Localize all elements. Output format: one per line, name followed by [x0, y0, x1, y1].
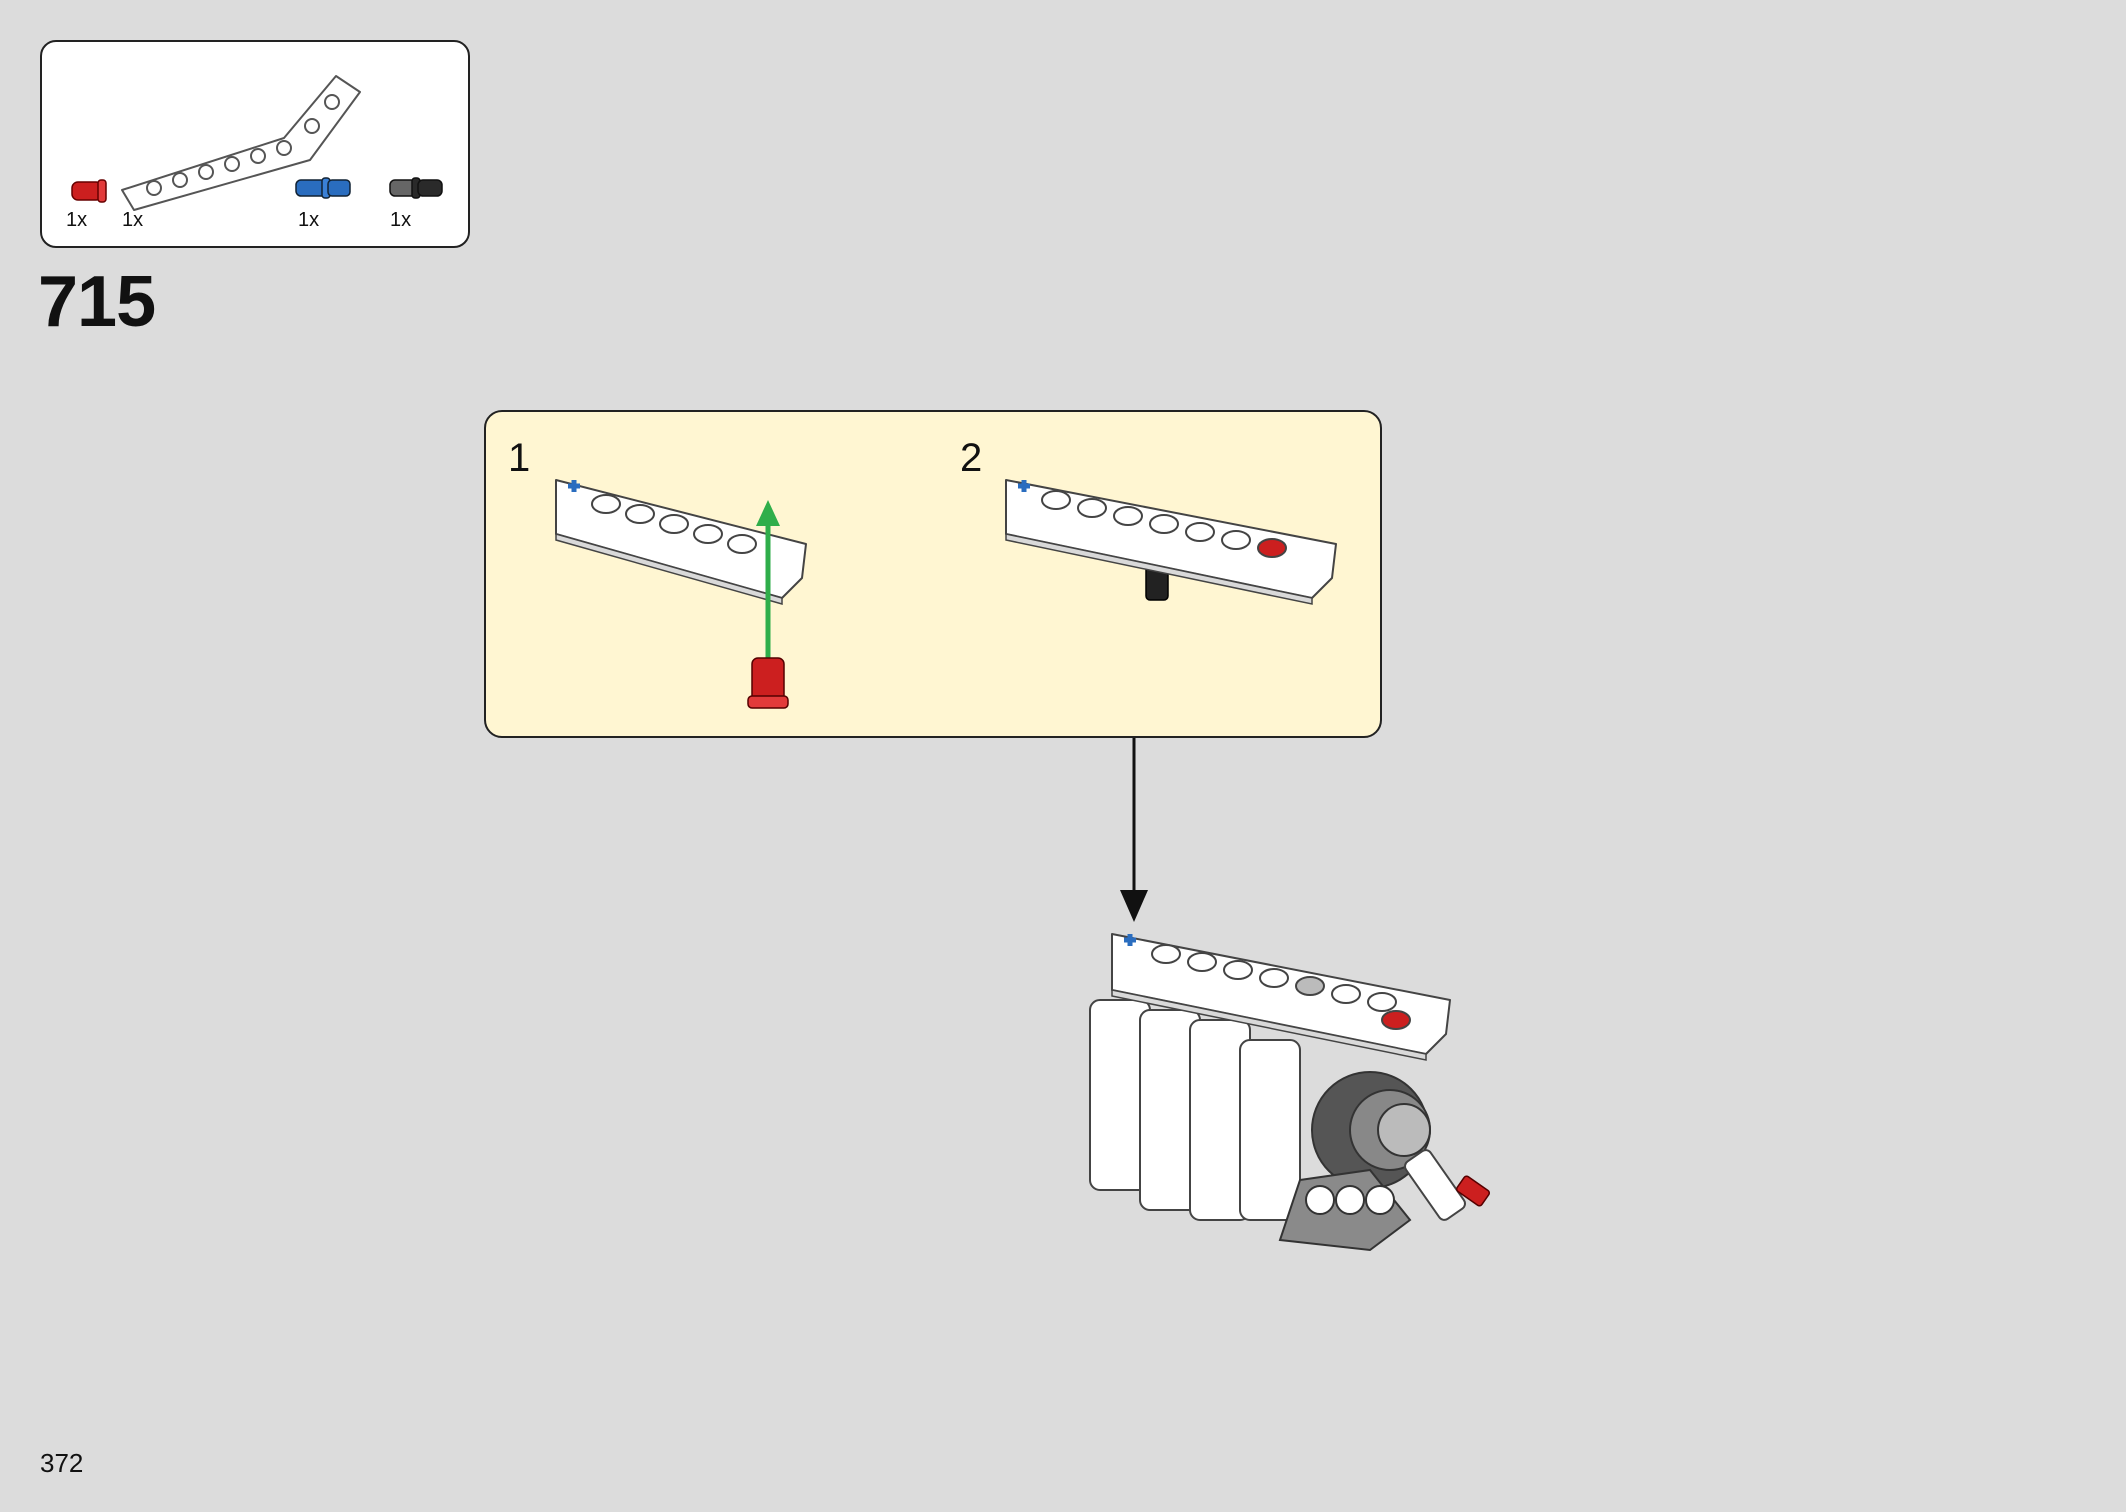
qty-liftarm: 1x	[122, 209, 144, 231]
blue-pin-icon	[295, 177, 351, 199]
qty-blue-pin: 1x	[298, 209, 320, 231]
substep-1-illustration	[555, 479, 807, 709]
substep-2-illustration	[1005, 479, 1337, 605]
substep-callout: 1 2	[484, 410, 1382, 738]
qty-black-pin: 1x	[390, 209, 412, 231]
assembled-model-illustration	[1089, 933, 1491, 1252]
step-number: 715	[38, 262, 156, 342]
substep-label-1: 1	[508, 436, 531, 480]
black-pin-icon	[389, 177, 443, 199]
parts-list-callout: 1x 1x 1x 1x	[40, 40, 470, 248]
bent-liftarm-icon	[121, 75, 361, 211]
red-pin-icon	[71, 179, 107, 203]
substep-label-2: 2	[960, 436, 983, 480]
page-number: 372	[40, 1448, 84, 1478]
qty-red-pin: 1x	[66, 209, 88, 231]
